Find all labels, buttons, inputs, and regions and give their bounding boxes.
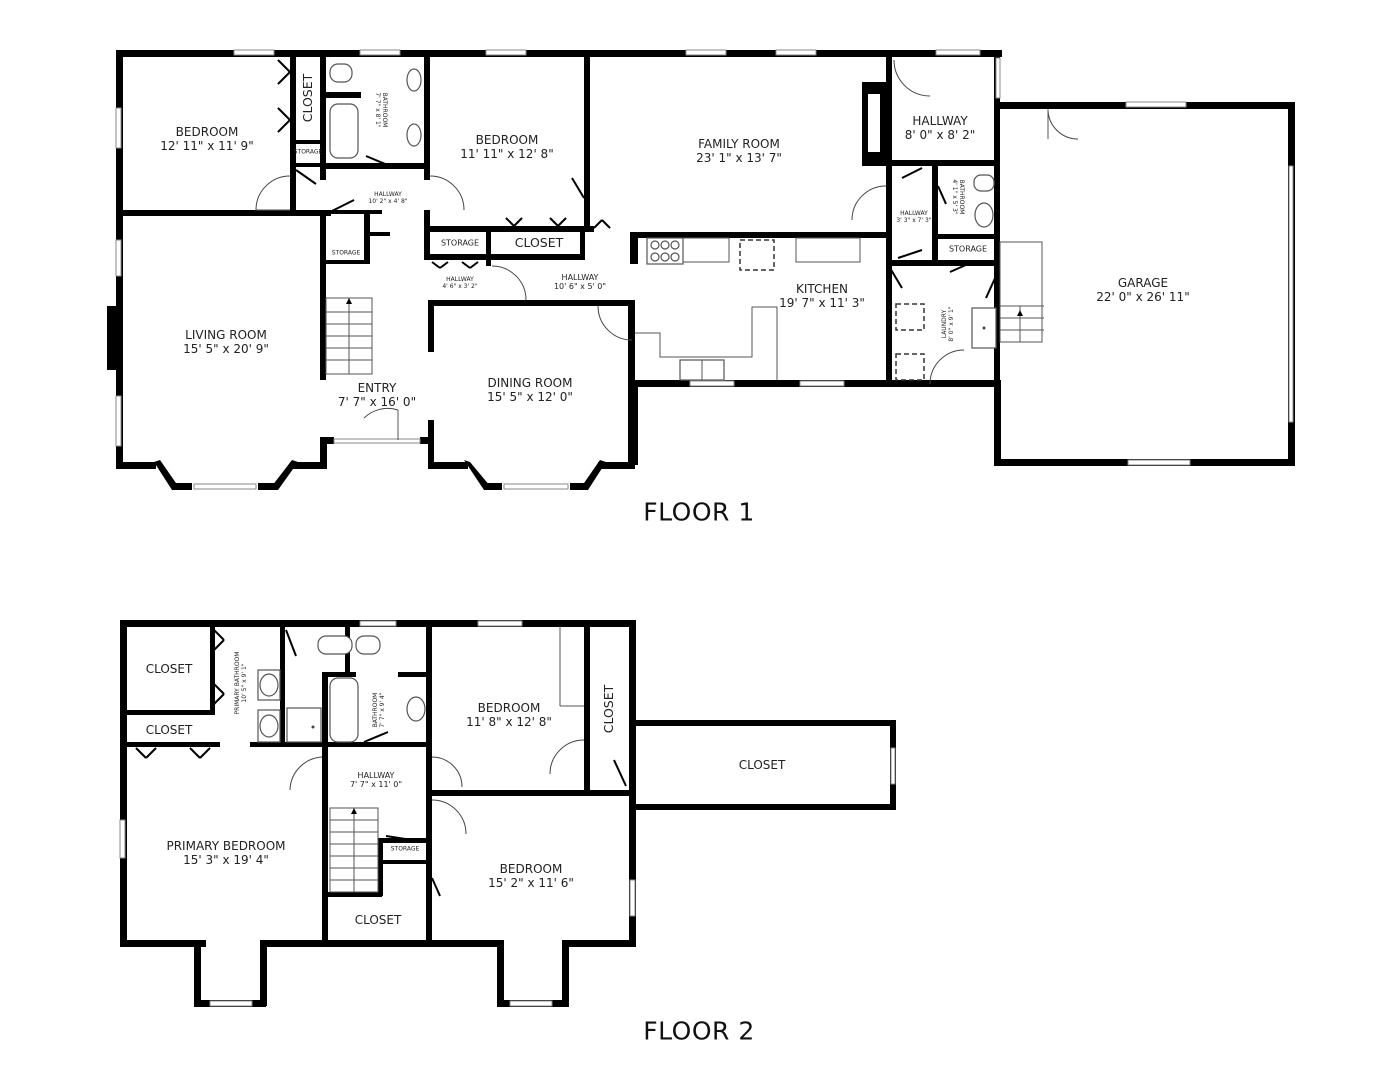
floor-2-fixtures	[257, 626, 584, 893]
room-label-storage: STORAGE	[390, 845, 420, 854]
room-name: STORAGE	[390, 845, 420, 853]
room-dims: 7' 7" x 11' 0"	[349, 780, 403, 789]
room-dims: 11' 8" x 12' 8"	[466, 715, 552, 729]
floor-1-doors	[255, 59, 1079, 440]
floor-1-title: FLOOR 1	[643, 497, 755, 527]
room-name: CLOSET	[145, 662, 193, 677]
room-dims: 15' 5" x 12' 0"	[487, 390, 573, 404]
room-dims: 15' 5" x 20' 9"	[183, 342, 269, 356]
room-name: BEDROOM	[477, 701, 541, 716]
room-name: CLOSET	[145, 723, 193, 738]
room-label-storage: STORAGE	[441, 238, 479, 247]
room-dims: 22' 0" x 26' 11"	[1096, 290, 1190, 304]
room-name: HALLWAY	[912, 114, 968, 129]
room-dims: 10' 6" x 5' 0"	[553, 282, 607, 291]
room-dims: 10' 2" x 4' 8"	[368, 198, 408, 205]
room-name: CLOSET	[299, 73, 315, 123]
room-dims: 15' 3" x 19' 4"	[183, 853, 269, 867]
room-dims: 19' 7" x 11' 3"	[779, 296, 865, 310]
room-name: STORAGE	[331, 249, 361, 257]
room-name: HALLWAY	[900, 210, 928, 218]
room-name: BATHROOM	[380, 92, 388, 128]
room-dims: 7' 7" x 8' 1"	[374, 92, 381, 128]
room-name: DINING ROOM	[487, 376, 573, 391]
room-label-closet: CLOSET	[145, 723, 193, 738]
room-name: HALLWAY	[561, 272, 599, 282]
room-dims: 10' 5" x 9' 1"	[241, 663, 248, 703]
room-name: STORAGE	[948, 244, 988, 254]
room-name: HALLWAY	[446, 276, 474, 284]
room-name: GARAGE	[1117, 276, 1169, 291]
room-dims: 4' 6" x 3' 2"	[442, 283, 478, 290]
fireplace-icon	[107, 306, 119, 370]
room-label-closet: CLOSET	[299, 73, 315, 123]
floor-2-windows	[119, 620, 896, 1007]
floor-2-doors	[135, 629, 627, 897]
room-name: CLOSET	[738, 758, 786, 773]
room-name: CLOSET	[600, 684, 616, 734]
room-name: STORAGE	[293, 148, 323, 156]
room-dims: 8' 0" x 9' 1"	[948, 306, 955, 342]
room-name: BATHROOM	[957, 179, 965, 215]
room-name: HALLWAY	[374, 191, 402, 199]
room-name: BEDROOM	[475, 133, 539, 148]
room-dims: 12' 11" x 11' 9"	[160, 139, 254, 153]
floor-2-title: FLOOR 2	[643, 1016, 755, 1046]
floor-1-fixtures	[325, 63, 1044, 381]
floor-1-windows	[115, 49, 1294, 490]
room-dims: 7' 7" x 9' 4"	[379, 692, 386, 728]
room-name: CLOSET	[514, 234, 564, 250]
room-label-storage: STORAGE	[331, 249, 361, 258]
room-name: FAMILY ROOM	[698, 137, 780, 152]
room-label-closet: CLOSET	[354, 913, 402, 928]
room-name: ENTRY	[357, 381, 397, 396]
room-name: CLOSET	[354, 913, 402, 928]
room-dims: 7' 7" x 16' 0"	[337, 395, 417, 409]
room-name: BEDROOM	[499, 862, 563, 877]
room-label-storage: STORAGE	[293, 148, 323, 157]
room-label-closet: CLOSET	[514, 234, 564, 250]
room-dims: 11' 11" x 12' 8"	[460, 147, 554, 161]
room-label-closet: CLOSET	[145, 662, 193, 677]
room-dims: 3' 3" x 7' 3"	[896, 217, 932, 224]
room-name: STORAGE	[440, 238, 480, 248]
room-name: KITCHEN	[796, 282, 848, 297]
room-name: HALLWAY	[357, 770, 395, 780]
room-dims: 4' 1" x 5' 3"	[951, 179, 958, 215]
room-label-closet: CLOSET	[600, 684, 616, 734]
room-dims: 15' 2" x 11' 6"	[488, 876, 574, 890]
room-name: PRIMARY BEDROOM	[166, 839, 286, 854]
room-dims: 8' 0" x 8' 2"	[904, 128, 976, 142]
room-name: LIVING ROOM	[185, 328, 267, 343]
floor-1-walls	[116, 50, 1295, 490]
room-label-closet: CLOSET	[738, 758, 786, 773]
room-label-storage: STORAGE	[949, 244, 987, 253]
room-dims: 23' 1" x 13' 7"	[696, 151, 782, 165]
room-name: BEDROOM	[175, 125, 239, 140]
